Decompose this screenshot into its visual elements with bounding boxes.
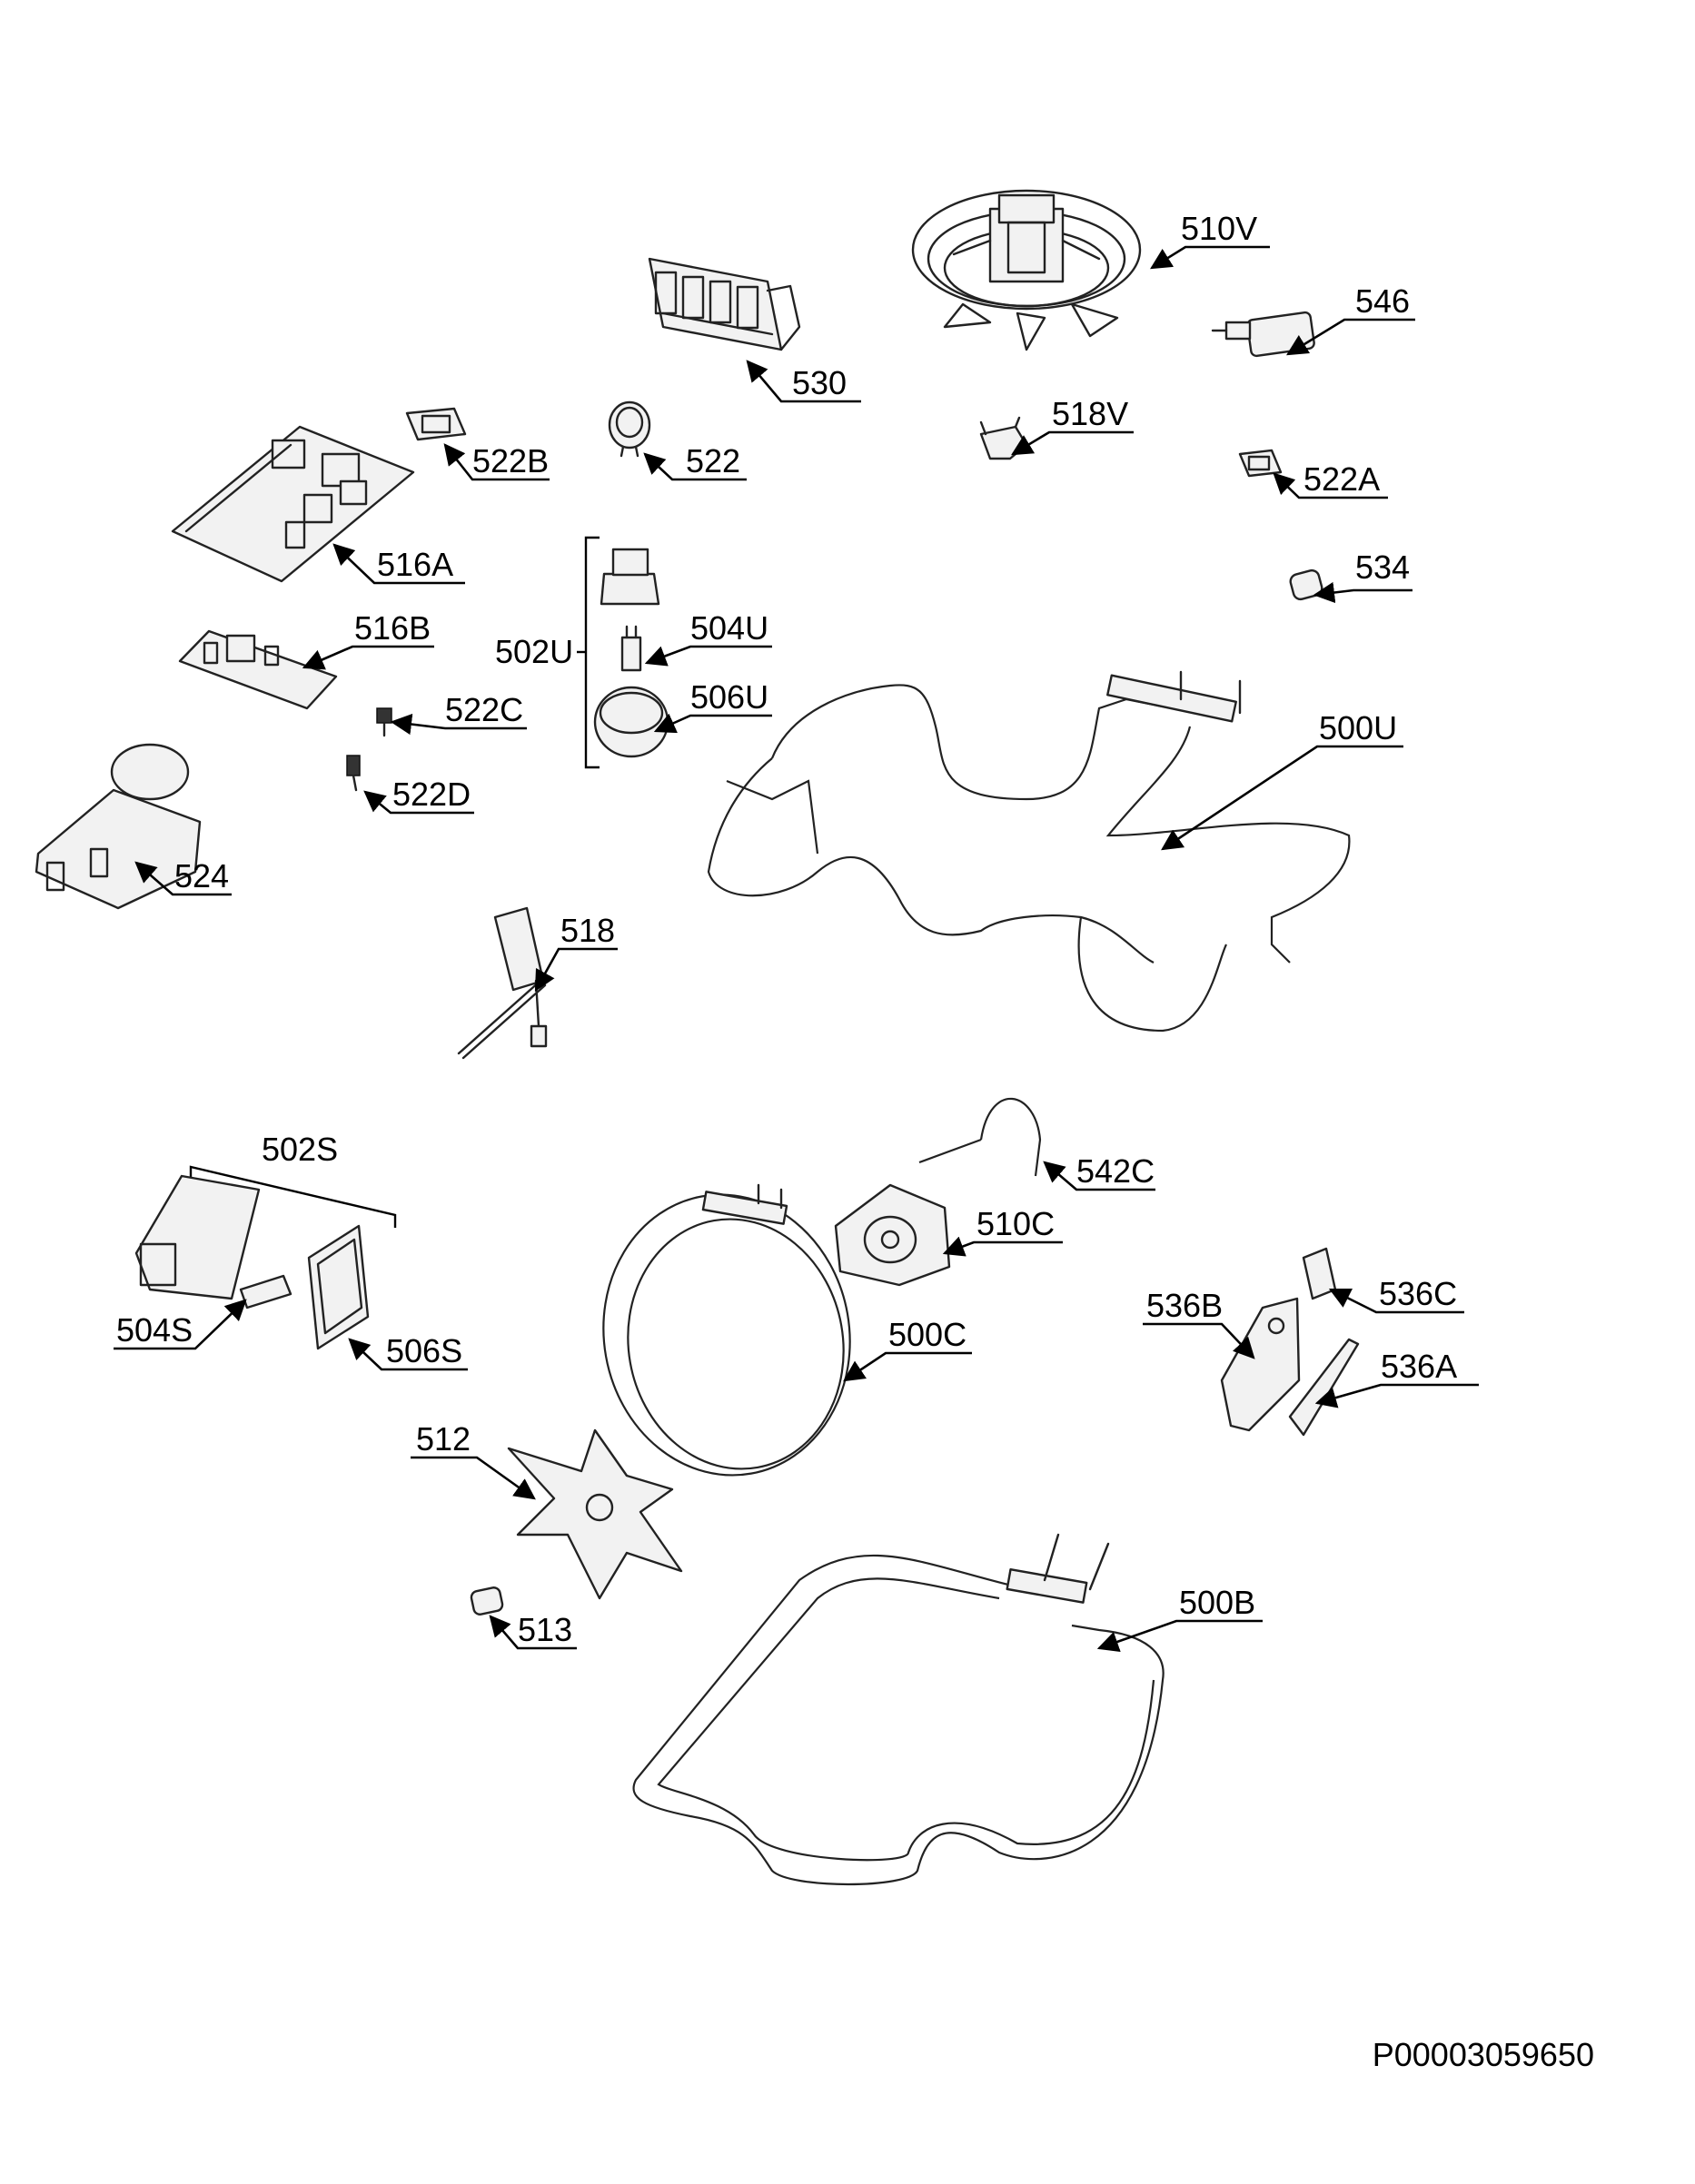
svg-text:522: 522 [686,442,740,479]
lamp-housing-502s-drawing [134,1174,261,1300]
label-522a: 522A [1273,460,1388,499]
svg-text:522C: 522C [445,691,523,728]
label-504u: 504U [644,609,772,667]
label-502s: 502S [262,1131,338,1168]
fan-blade-drawing [507,1428,683,1600]
label-512: 512 [411,1420,536,1500]
label-522: 522 [643,442,747,481]
label-536b: 536B [1143,1287,1255,1359]
svg-text:513: 513 [518,1611,572,1648]
door-lock-drawing [35,743,202,910]
svg-text:536C: 536C [1379,1275,1457,1312]
label-506s: 506S [348,1332,468,1371]
label-522d: 522D [363,776,474,815]
circular-heating-element-drawing [602,1183,851,1477]
label-524: 524 [134,857,232,896]
bottom-heating-element-drawing [632,1533,1165,1886]
svg-text:500B: 500B [1179,1584,1255,1621]
svg-text:500U: 500U [1319,709,1397,746]
label-546: 546 [1286,282,1415,356]
connector-504u-drawing [620,625,642,672]
label-516a: 516A [332,543,465,585]
control-board-b-drawing [178,629,338,710]
label-500u: 500U [1161,709,1403,851]
svg-text:502S: 502S [262,1131,338,1168]
bracket-536a-drawing [1288,1338,1360,1437]
label-506u: 506U [653,678,772,734]
connector-504s-drawing [239,1274,292,1309]
svg-text:524: 524 [174,857,229,894]
lamp-drawing [1211,311,1315,358]
drawing-reference-number: P00003059650 [1373,2036,1594,2073]
svg-text:536B: 536B [1146,1287,1223,1324]
svg-text:536A: 536A [1381,1348,1457,1385]
svg-text:522A: 522A [1303,460,1380,498]
label-513: 513 [489,1611,577,1650]
terminal-block-drawing [648,257,801,351]
label-536c: 536C [1328,1275,1464,1314]
svg-text:504S: 504S [116,1311,193,1349]
thermostat-522a-drawing [1238,449,1283,478]
thermostat-522b-drawing [405,407,467,441]
top-heating-element-drawing [707,670,1351,1033]
nut-513-drawing [470,1586,504,1616]
svg-text:500C: 500C [888,1316,966,1353]
svg-text:516B: 516B [354,609,431,647]
micro-switch-536c-drawing [1302,1247,1337,1300]
svg-text:504U: 504U [690,609,768,647]
label-516b: 516B [302,609,434,670]
svg-text:516A: 516A [377,546,453,583]
svg-text:510V: 510V [1181,210,1257,247]
sensor-522d-drawing [346,755,361,792]
bracket-536b-drawing [1220,1297,1301,1432]
label-504s: 504S [114,1299,247,1350]
svg-text:546: 546 [1355,282,1410,320]
lamp-cover-drawing [600,548,660,606]
label-542c: 542C [1043,1152,1155,1191]
label-534: 534 [1313,548,1412,604]
fan-assembly-drawing [911,189,1142,351]
svg-text:530: 530 [792,364,847,401]
label-502u: 502U [495,633,573,670]
svg-text:542C: 542C [1076,1152,1155,1190]
lamp-cover-506s-drawing [307,1224,370,1350]
bracket-502u-drawing [577,536,600,769]
label-500b: 500B [1096,1584,1263,1653]
svg-text:506S: 506S [386,1332,462,1369]
svg-text:512: 512 [416,1420,471,1458]
svg-text:510C: 510C [976,1205,1055,1242]
svg-text:506U: 506U [690,678,768,716]
svg-text:522B: 522B [472,442,549,479]
svg-text:518V: 518V [1052,395,1128,432]
sensor-522c-drawing [376,707,392,737]
svg-text:518: 518 [560,912,615,949]
clip-542c-drawing [918,1097,1042,1177]
label-522c: 522C [390,691,527,736]
label-518: 518 [534,912,618,993]
svg-text:534: 534 [1355,548,1410,586]
label-522b: 522B [443,442,550,481]
label-500c: 500C [843,1316,972,1382]
bracket-502s-drawing [189,1165,397,1228]
label-536a: 536A [1314,1348,1479,1408]
label-510c: 510C [942,1205,1063,1257]
control-board-a-drawing [171,425,415,583]
svg-text:522D: 522D [392,776,471,813]
label-530: 530 [746,360,861,403]
fan-motor-drawing [834,1183,951,1287]
label-510v: 510V [1150,210,1270,270]
label-518v: 518V [1010,395,1134,456]
svg-text:502U: 502U [495,633,573,670]
thermostat-518v-drawing [979,416,1028,460]
knob-534-drawing [1289,568,1323,601]
thermostat-probe-drawing [457,906,548,1060]
bulb-holder-drawing [608,400,651,458]
lamp-glass-506u-drawing [593,686,669,758]
